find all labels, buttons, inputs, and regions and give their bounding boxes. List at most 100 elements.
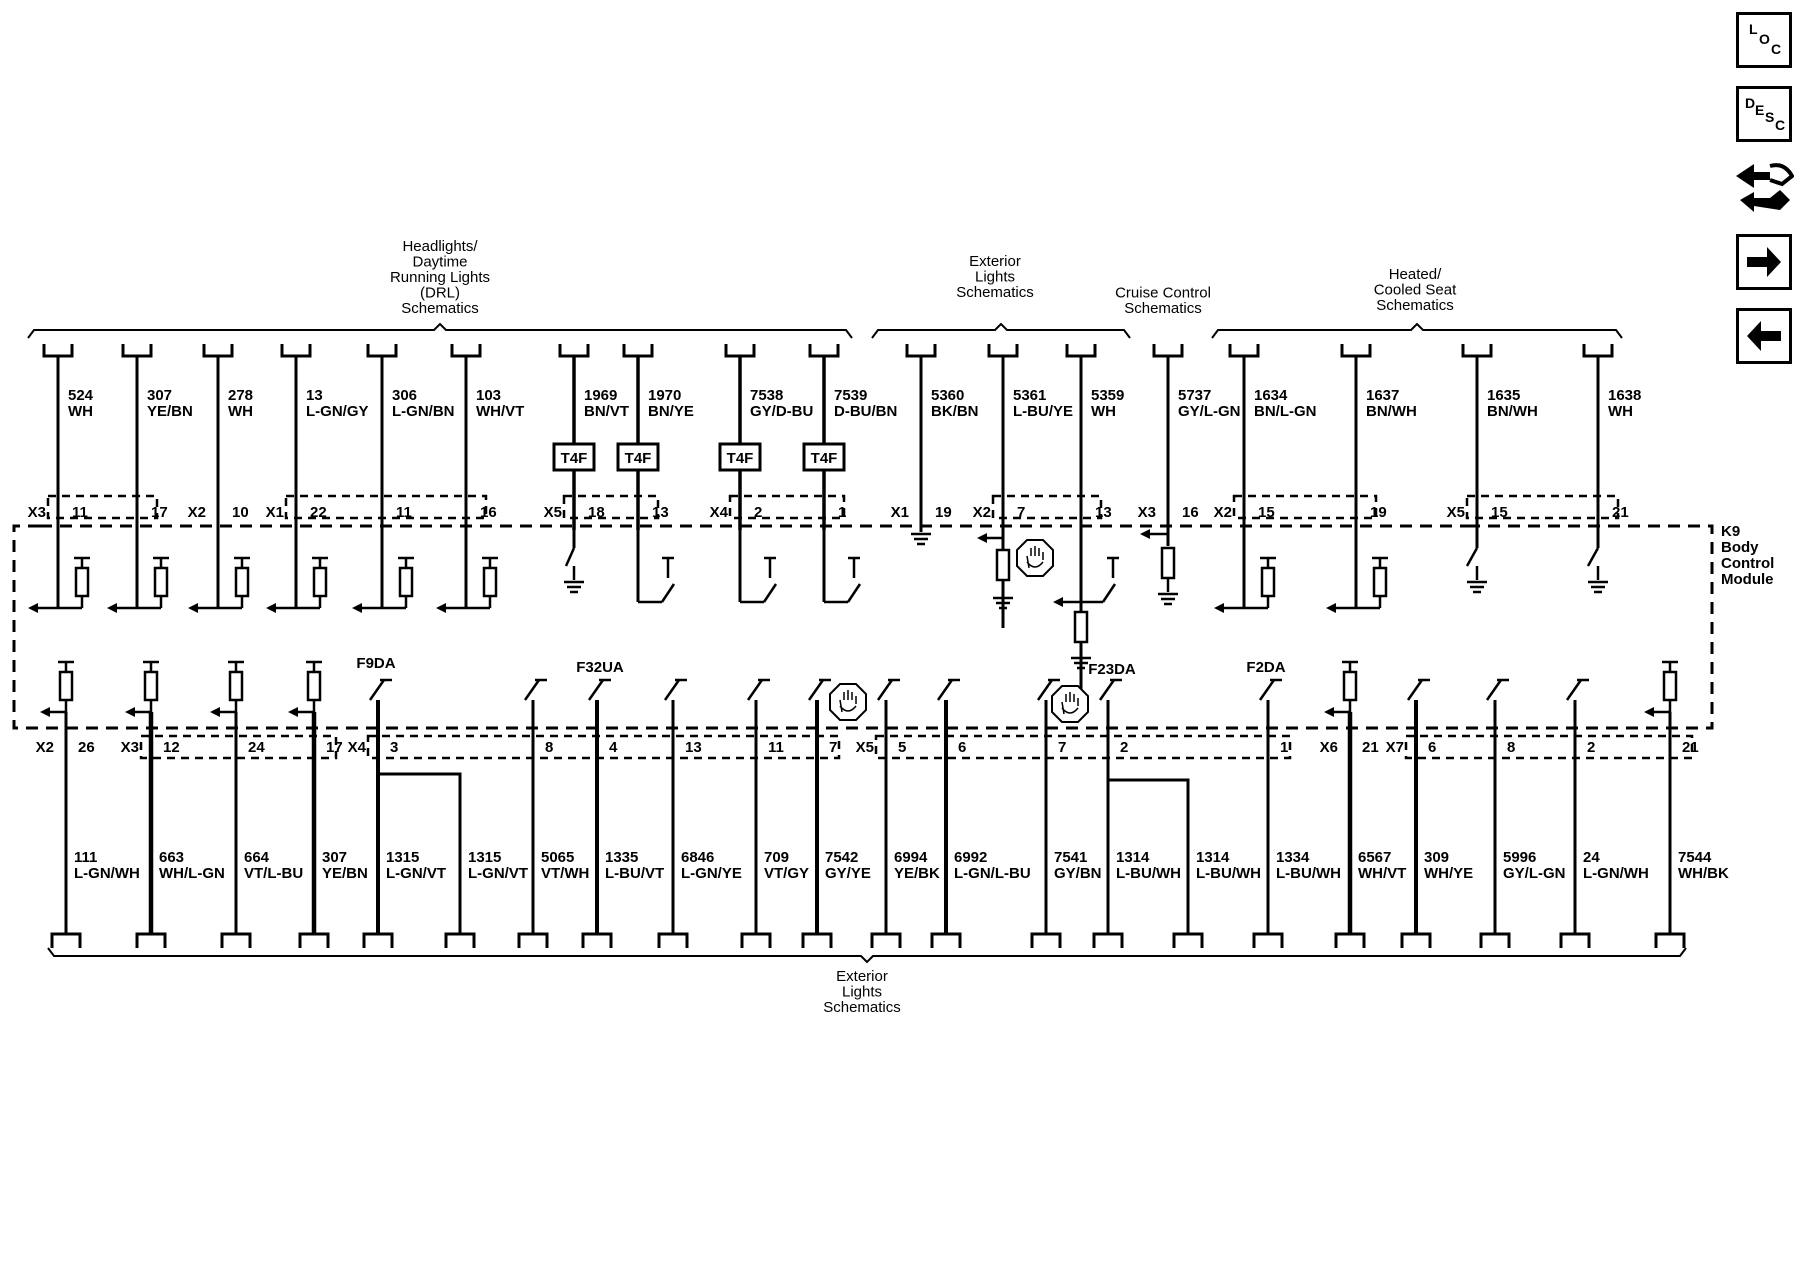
connector-pin-group (284, 494, 488, 520)
connector-views-button[interactable] (1732, 156, 1795, 218)
wire-circuit-number: 5360 (931, 387, 964, 404)
connector-pin-group (1404, 734, 1694, 760)
location-button[interactable]: L O C (1736, 12, 1792, 68)
wire-color-code: L-GN/WH (74, 865, 140, 882)
connector-pin-group (1232, 494, 1378, 520)
wire-circuit-number: 1969 (584, 387, 617, 404)
pin-number: 7 (1017, 504, 1025, 521)
description-icon: D E S C (1739, 89, 1789, 139)
pin-number: 17 (326, 739, 343, 756)
arrow-left-icon (266, 603, 276, 613)
wire-circuit-number: 1635 (1487, 387, 1520, 404)
bottom-connector (1559, 932, 1591, 948)
ground-symbol (1467, 580, 1487, 594)
top-connector (987, 344, 1019, 358)
header-headlights-line: (DRL) (420, 285, 460, 302)
t4f-label: T4F (811, 450, 838, 467)
wire-color-code: WH/VT (476, 403, 524, 420)
wire-circuit-number: 306 (392, 387, 417, 404)
wire-color-code: WH (1091, 403, 1116, 420)
bottom-connector (1654, 932, 1686, 948)
wire-circuit-number: 278 (228, 387, 253, 404)
header-cruise-line: Schematics (1124, 300, 1202, 317)
fuse-label: F9DA (356, 655, 395, 672)
top-connector (280, 344, 312, 358)
top-connector (121, 344, 153, 358)
header-cruise-line: Cruise Control (1115, 285, 1211, 302)
wire-color-code: WH/YE (1424, 865, 1473, 882)
wire-circuit-number: 1637 (1366, 387, 1399, 404)
esd-hand-icon (829, 683, 867, 721)
wire-circuit-number: 7538 (750, 387, 783, 404)
arrow-left-icon (125, 707, 135, 717)
wire-color-code: BN/VT (584, 403, 629, 420)
connector-id: X3 (28, 504, 46, 521)
header-seat-line: Heated/ (1389, 266, 1442, 283)
arrow-left-icon (210, 707, 220, 717)
description-letter-s: S (1765, 109, 1775, 125)
connector-id: X2 (1214, 504, 1232, 521)
connector-pin-group (46, 494, 159, 520)
switch-blade (1406, 679, 1424, 701)
pin-number: 15 (1258, 504, 1275, 521)
wire-circuit-number: 6846 (681, 849, 714, 866)
pin-number: 2 (754, 504, 762, 521)
next-button[interactable] (1736, 234, 1792, 290)
resistor-symbol (1160, 546, 1176, 580)
wire-circuit-number: 709 (764, 849, 789, 866)
headlights-bracket (27, 322, 853, 339)
splice-1314 (1106, 772, 1190, 934)
pin-number: 11 (768, 739, 784, 756)
module-name-line: Body (1721, 539, 1759, 556)
pin-number: 22 (310, 504, 327, 521)
top-connector (1228, 344, 1260, 358)
resistor-symbol (1260, 566, 1276, 598)
bottom-connector (801, 932, 833, 948)
esd-octagon (1016, 539, 1054, 577)
module-outline (12, 524, 1714, 730)
ground-symbol (1158, 592, 1178, 606)
header-headlights-line: Running Lights (390, 269, 490, 286)
header-exterior_bottom-line: Schematics (823, 999, 901, 1016)
arrow-left-icon (1140, 529, 1150, 539)
wire-circuit-number: 7544 (1678, 849, 1712, 866)
wire-color-code: BK/BN (931, 403, 979, 420)
switch-blade (876, 679, 894, 701)
switch-blade (746, 679, 764, 701)
wire-circuit-number: 1334 (1276, 849, 1310, 866)
pin-number: 15 (1491, 504, 1508, 521)
arrow-left-icon (107, 603, 117, 613)
description-letter-c: C (1775, 117, 1786, 133)
description-button[interactable]: D E S C (1736, 86, 1792, 142)
connector-pin-group (1465, 494, 1620, 520)
switch-blade (1101, 583, 1117, 603)
previous-button[interactable] (1736, 308, 1792, 364)
switch-blade (564, 547, 576, 567)
wire-color-code: BN/YE (648, 403, 694, 420)
wire-color-code: L-GN/L-BU (954, 865, 1031, 882)
resistor-symbol (234, 566, 250, 598)
ground-symbol (993, 596, 1013, 610)
arrow-left-icon (1747, 321, 1781, 351)
connector-id: X3 (1138, 504, 1156, 521)
pin-number: 3 (390, 739, 398, 756)
switch-blade (1465, 547, 1479, 567)
switch-blade (1258, 679, 1276, 701)
pin-number: 19 (1370, 504, 1387, 521)
pin-number: 26 (78, 739, 95, 756)
wire-color-code: WH (68, 403, 93, 420)
wire-color-code: WH/VT (1358, 865, 1406, 882)
wire-circuit-number: 7541 (1054, 849, 1087, 866)
location-letter-l: L (1749, 21, 1758, 37)
resistor-symbol (1662, 670, 1678, 702)
wire-circuit-number: 5737 (1178, 387, 1211, 404)
description-letter-d: D (1745, 95, 1756, 111)
pin-number: 1 (1280, 739, 1288, 756)
wire-color-code: D-BU/BN (834, 403, 897, 420)
wire-color-code: GY/D-BU (750, 403, 813, 420)
resistor-symbol (306, 670, 322, 702)
wire-circuit-number: 663 (159, 849, 184, 866)
pin-number: 13 (652, 504, 669, 521)
pin-number: 8 (1507, 739, 1515, 756)
